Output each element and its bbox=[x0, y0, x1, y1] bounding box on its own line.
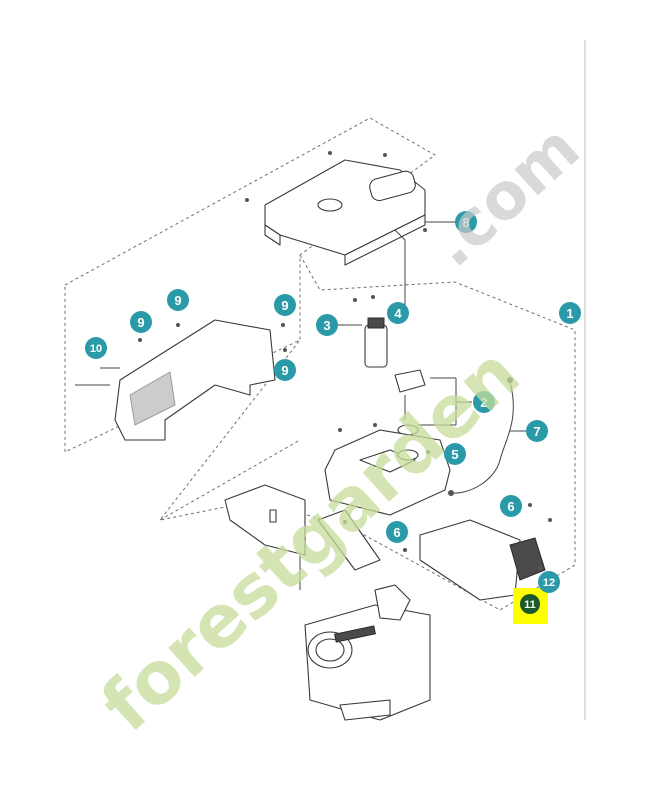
callout-5: 5 bbox=[444, 443, 466, 465]
tank-bracket-part bbox=[317, 509, 407, 571]
callout-2: 2 bbox=[473, 391, 495, 413]
callout-3: 3 bbox=[316, 314, 338, 336]
callout-9-right-bottom: 9 bbox=[274, 359, 296, 381]
callout-6-control: 6 bbox=[500, 495, 522, 517]
callout-7: 7 bbox=[526, 420, 548, 442]
callout-9-left: 9 bbox=[130, 311, 152, 333]
callout-1: 1 bbox=[559, 302, 581, 324]
svg-text:7: 7 bbox=[533, 424, 540, 439]
top-cover-part bbox=[245, 151, 427, 266]
callout-11-highlight: 11 bbox=[513, 588, 548, 624]
fuel-line-part bbox=[448, 377, 514, 496]
side-panel-part bbox=[75, 319, 287, 441]
svg-text:4: 4 bbox=[394, 306, 402, 321]
callout-9-top: 9 bbox=[167, 289, 189, 311]
svg-text:8: 8 bbox=[462, 215, 469, 230]
svg-text:9: 9 bbox=[174, 293, 181, 308]
svg-text:6: 6 bbox=[393, 525, 400, 540]
callout-9-right-top: 9 bbox=[274, 294, 296, 316]
callout-10: 10 bbox=[85, 337, 107, 359]
svg-text:6: 6 bbox=[507, 499, 514, 514]
svg-text:9: 9 bbox=[281, 298, 288, 313]
heat-shield-part bbox=[224, 484, 306, 590]
svg-text:12: 12 bbox=[543, 577, 555, 589]
engine-part bbox=[304, 584, 431, 721]
svg-text:11: 11 bbox=[524, 599, 536, 611]
svg-text:2: 2 bbox=[480, 395, 487, 410]
svg-text:10: 10 bbox=[90, 343, 102, 355]
control-box-part bbox=[419, 503, 552, 601]
svg-text:3: 3 bbox=[323, 318, 330, 333]
callout-8: 8 bbox=[455, 211, 477, 233]
svg-text:9: 9 bbox=[281, 363, 288, 378]
callouts: 1 2 3 4 5 6 6 bbox=[85, 211, 581, 624]
callout-12: 12 bbox=[538, 571, 560, 593]
svg-text:1: 1 bbox=[566, 306, 573, 321]
watermark-suffix-text: .com bbox=[416, 111, 594, 282]
fuel-valve-part bbox=[353, 229, 426, 436]
callout-6-bracket: 6 bbox=[386, 521, 408, 543]
callout-4: 4 bbox=[387, 302, 409, 324]
fuel-tank-part bbox=[324, 423, 451, 516]
svg-text:9: 9 bbox=[137, 315, 144, 330]
svg-text:5: 5 bbox=[451, 447, 458, 462]
